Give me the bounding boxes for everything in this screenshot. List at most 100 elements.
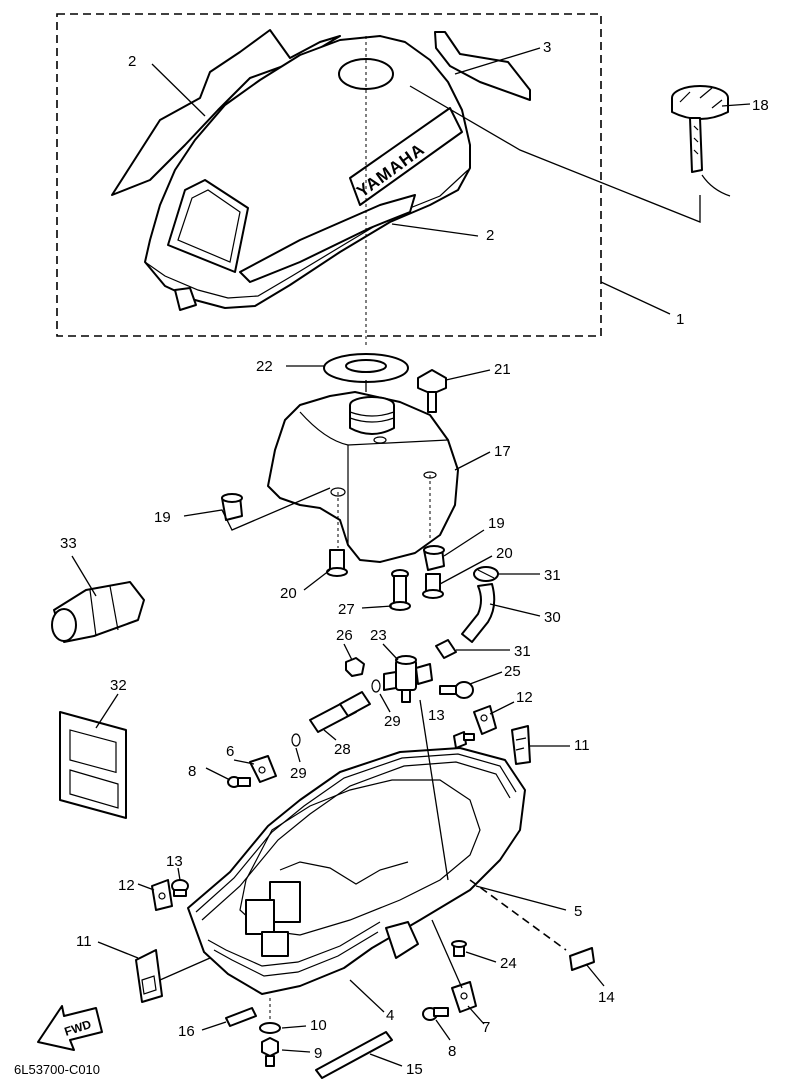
part-16-strip <box>225 1007 257 1027</box>
leader-1 <box>600 281 671 315</box>
part-6-bracket <box>249 755 277 783</box>
callout-16: 16 <box>178 1023 195 1040</box>
leader-23 <box>382 643 399 661</box>
part-8-screw-top <box>227 776 251 788</box>
callout-28: 28 <box>334 741 351 758</box>
leader-19-right <box>443 529 485 557</box>
callout-14: 14 <box>598 989 615 1006</box>
part-32-label <box>59 711 127 819</box>
callout-29-left: 29 <box>290 765 307 782</box>
part-21-bolt <box>417 369 447 413</box>
callout-33: 33 <box>60 535 77 552</box>
leader-14 <box>585 963 605 987</box>
callout-12-left: 12 <box>118 877 135 894</box>
part-31-clip-bottom <box>435 639 457 659</box>
leader-10 <box>281 1025 307 1029</box>
part-4-bottom-cowling <box>187 747 526 995</box>
leader-8-top <box>205 767 231 781</box>
diagram-code: 6L53700-C010 <box>14 1062 100 1077</box>
callout-29-right: 29 <box>384 713 401 730</box>
part-24-screw <box>451 940 467 957</box>
leader-9 <box>281 1049 311 1053</box>
cowling-window-inner <box>177 189 241 263</box>
callout-32: 32 <box>110 677 127 694</box>
leader-11-left-b <box>159 957 211 981</box>
callout-17: 17 <box>494 443 511 460</box>
decal-strip-left <box>111 29 341 196</box>
callout-24: 24 <box>500 955 517 972</box>
leader-30 <box>489 603 541 617</box>
callout-13-right: 13 <box>428 707 445 724</box>
part-19-grommet-left <box>221 493 243 521</box>
leader-16 <box>201 1021 227 1031</box>
part-27-pin <box>389 569 411 611</box>
cowling-latch <box>174 287 197 311</box>
part-31-clip-top <box>473 566 499 582</box>
part-8-screw-bottom <box>422 1007 449 1021</box>
part-17-fuel-tank <box>267 391 459 563</box>
leader-11-left <box>97 941 139 959</box>
part-26-nut <box>345 657 365 677</box>
leader-18 <box>721 103 751 107</box>
top-cowling-assembly-box <box>56 13 602 337</box>
brand-panel <box>349 107 463 206</box>
leader-20-right <box>439 555 493 585</box>
callout-4: 4 <box>386 1007 394 1024</box>
leader-5 <box>475 885 567 911</box>
leader-12-right <box>489 701 515 715</box>
part-13-screw-left <box>171 879 189 897</box>
callout-30: 30 <box>544 609 561 626</box>
leader-12-left <box>137 883 155 891</box>
part-11-clip-right <box>511 725 531 765</box>
leader-13-left <box>177 867 181 881</box>
leader-7 <box>467 1005 485 1025</box>
callout-6: 6 <box>226 743 234 760</box>
part-11-clip-left <box>135 949 163 1003</box>
callout-8-bottom: 8 <box>448 1043 456 1060</box>
connector-23-to-cowling <box>419 699 449 881</box>
callout-21: 21 <box>494 361 511 378</box>
callout-9: 9 <box>314 1045 322 1062</box>
leader-32 <box>95 693 119 729</box>
callout-12-right: 12 <box>516 689 533 706</box>
callout-20-right: 20 <box>496 545 513 562</box>
part-14-tag <box>569 947 595 971</box>
callout-15: 15 <box>406 1061 423 1078</box>
leader-3 <box>454 47 541 75</box>
cowling-side-window <box>167 179 249 273</box>
leader-24 <box>465 951 497 963</box>
part-7-bracket <box>451 981 477 1013</box>
leader-17 <box>454 451 491 471</box>
leader-4 <box>349 979 385 1013</box>
part-18-vent-knob <box>671 85 731 197</box>
leader-25 <box>469 671 503 685</box>
callout-11-left: 11 <box>76 933 92 950</box>
callout-26: 26 <box>336 627 353 644</box>
leader-27 <box>361 605 393 609</box>
part-28-filter <box>309 691 371 733</box>
callout-19-left: 19 <box>154 509 171 526</box>
callout-11-right: 11 <box>574 737 590 754</box>
part-12-bracket-left <box>151 879 173 911</box>
leader-29-b <box>379 693 391 713</box>
callout-18: 18 <box>752 97 769 114</box>
fwd-arrow: FWD <box>37 1005 103 1051</box>
leader-33 <box>71 555 97 597</box>
callout-7: 7 <box>482 1019 490 1036</box>
part-33-cap <box>51 581 145 643</box>
callout-31-top: 31 <box>544 567 561 584</box>
leader-19-left <box>183 487 331 531</box>
leader-20-left <box>303 569 331 591</box>
part-20-collar-left <box>326 549 348 577</box>
part-25-knob <box>439 681 474 699</box>
part-29-oring-a <box>291 733 301 747</box>
callout-10: 10 <box>310 1017 327 1034</box>
part-20-collar-right <box>422 573 444 599</box>
part-23-fuel-cock <box>383 655 433 703</box>
callout-19-right: 19 <box>488 515 505 532</box>
callout-5: 5 <box>574 903 582 920</box>
callout-22: 22 <box>256 358 273 375</box>
leader-21 <box>445 369 491 381</box>
part-9-bolt <box>261 1037 279 1067</box>
